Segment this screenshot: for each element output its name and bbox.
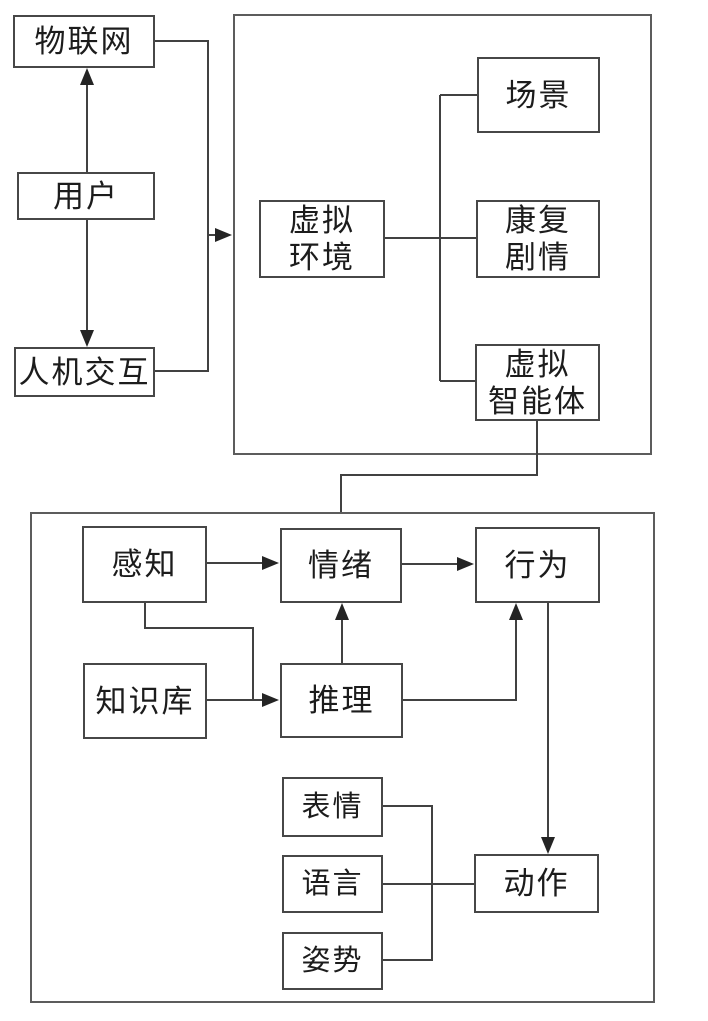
agent-container	[30, 512, 655, 1003]
node-action: 动作	[474, 854, 599, 913]
node-virtual-agent-label: 虚拟 智能体	[488, 346, 587, 419]
edge-iot-hci-bus	[155, 40, 209, 372]
node-hci: 人机交互	[14, 347, 155, 397]
node-language: 语言	[282, 855, 383, 913]
node-user-label: 用户	[53, 178, 119, 214]
node-behavior: 行为	[475, 527, 600, 603]
node-knowledge-base: 知识库	[83, 663, 207, 739]
arrowhead-down-action	[541, 837, 555, 854]
node-iot-label: 物联网	[34, 24, 134, 59]
node-posture: 姿势	[282, 932, 383, 990]
node-perception: 感知	[82, 526, 207, 603]
edge-reasoning-to-behavior	[403, 619, 517, 701]
edge-agent-to-bottom-container	[340, 421, 538, 512]
node-scene: 场景	[477, 57, 600, 133]
arrowhead-right-container	[215, 228, 232, 242]
arrowhead-up-emotion	[335, 603, 349, 620]
node-action-label: 动作	[503, 866, 570, 901]
node-knowledge-base-label: 知识库	[95, 683, 195, 719]
node-language-label: 语言	[301, 868, 364, 900]
virtual-environment-container	[233, 14, 652, 455]
arrowhead-right-behavior	[457, 557, 474, 571]
node-rehab-plot: 康复 剧情	[476, 200, 600, 278]
node-virtual-environment-label: 虚拟 环境	[289, 203, 355, 275]
node-user: 用户	[17, 172, 155, 220]
node-perception-label: 感知	[111, 547, 178, 582]
arrowhead-down-hci	[80, 330, 94, 347]
node-expression-label: 表情	[301, 791, 364, 823]
arrowhead-right-emotion	[262, 556, 279, 570]
node-scene-label: 场景	[505, 77, 572, 113]
node-rehab-plot-label: 康复 剧情	[505, 203, 571, 275]
node-expression: 表情	[282, 777, 383, 837]
node-posture-label: 姿势	[301, 945, 364, 977]
node-behavior-label: 行为	[504, 547, 571, 583]
node-virtual-environment: 虚拟 环境	[259, 200, 385, 278]
node-reasoning: 推理	[280, 663, 403, 738]
node-hci-label: 人机交互	[18, 354, 151, 390]
arrowhead-right-reasoning	[262, 693, 279, 707]
node-reasoning-label: 推理	[308, 683, 375, 718]
node-virtual-agent: 虚拟 智能体	[475, 344, 600, 421]
node-emotion-label: 情绪	[308, 548, 374, 583]
node-emotion: 情绪	[280, 528, 402, 603]
node-iot: 物联网	[13, 15, 155, 68]
arrowhead-up-iot	[80, 68, 94, 85]
arrowhead-up-behavior	[509, 603, 523, 620]
edge-perception-to-reasoning	[144, 603, 254, 700]
